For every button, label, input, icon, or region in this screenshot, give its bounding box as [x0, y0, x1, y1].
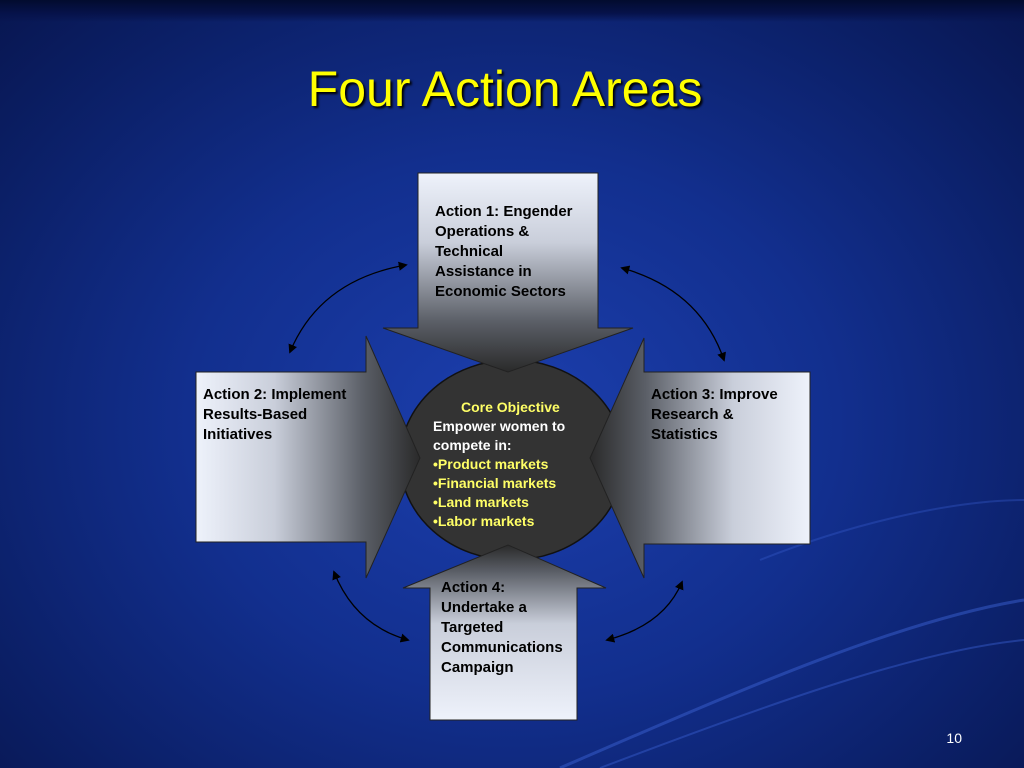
action2-arrow	[195, 335, 421, 579]
action2-line: Initiatives	[203, 426, 273, 443]
core-objective-subheading: Empower women to	[433, 418, 566, 434]
action1-line: Assistance in	[435, 263, 532, 280]
connector-bottom-right	[605, 580, 684, 643]
core-objective-heading: Core Objective	[461, 399, 560, 415]
core-objective-item: •Financial markets	[433, 475, 557, 491]
action2-label: Action 2: Implement Results-Based Initia…	[203, 385, 373, 445]
core-objective-subheading: compete in:	[433, 437, 512, 453]
action4-arrow	[402, 544, 607, 721]
action2-line: Results-Based	[203, 406, 308, 423]
action3-line: Research &	[651, 406, 734, 423]
action1-line: Action 1: Engender	[435, 203, 573, 220]
top-band	[0, 0, 1024, 22]
action4-line: Targeted	[441, 619, 504, 636]
core-objective-item: •Labor markets	[433, 513, 535, 529]
page-number: 10	[946, 730, 962, 746]
action1-line: Operations &	[435, 223, 530, 240]
slide-title: Four Action Areas	[307, 61, 703, 117]
connector-top-left	[288, 261, 408, 354]
connector-bottom-left	[332, 570, 410, 643]
action4-label: Action 4: Undertake a Targeted Communica…	[441, 578, 581, 678]
action3-arrow	[589, 337, 811, 579]
connector-top-right	[620, 265, 726, 362]
action2-line: Action 2: Implement	[203, 386, 347, 403]
core-objective-item: •Product markets	[433, 456, 549, 472]
action4-line: Action 4:	[441, 579, 506, 596]
action1-line: Technical	[435, 243, 504, 260]
action4-line: Campaign	[441, 659, 514, 676]
action3-label: Action 3: Improve Research & Statistics	[651, 385, 811, 445]
action4-line: Communications	[441, 639, 563, 656]
core-objective-item: •Land markets	[433, 494, 529, 510]
action1-arrow	[382, 172, 634, 373]
action4-line: Undertake a	[441, 599, 527, 616]
action1-line: Economic Sectors	[435, 283, 566, 300]
action3-line: Statistics	[651, 426, 718, 443]
core-objective-text: Core Objective Empower women to compete …	[433, 398, 603, 531]
action3-line: Action 3: Improve	[651, 386, 778, 403]
action1-label: Action 1: Engender Operations & Technica…	[435, 202, 600, 302]
